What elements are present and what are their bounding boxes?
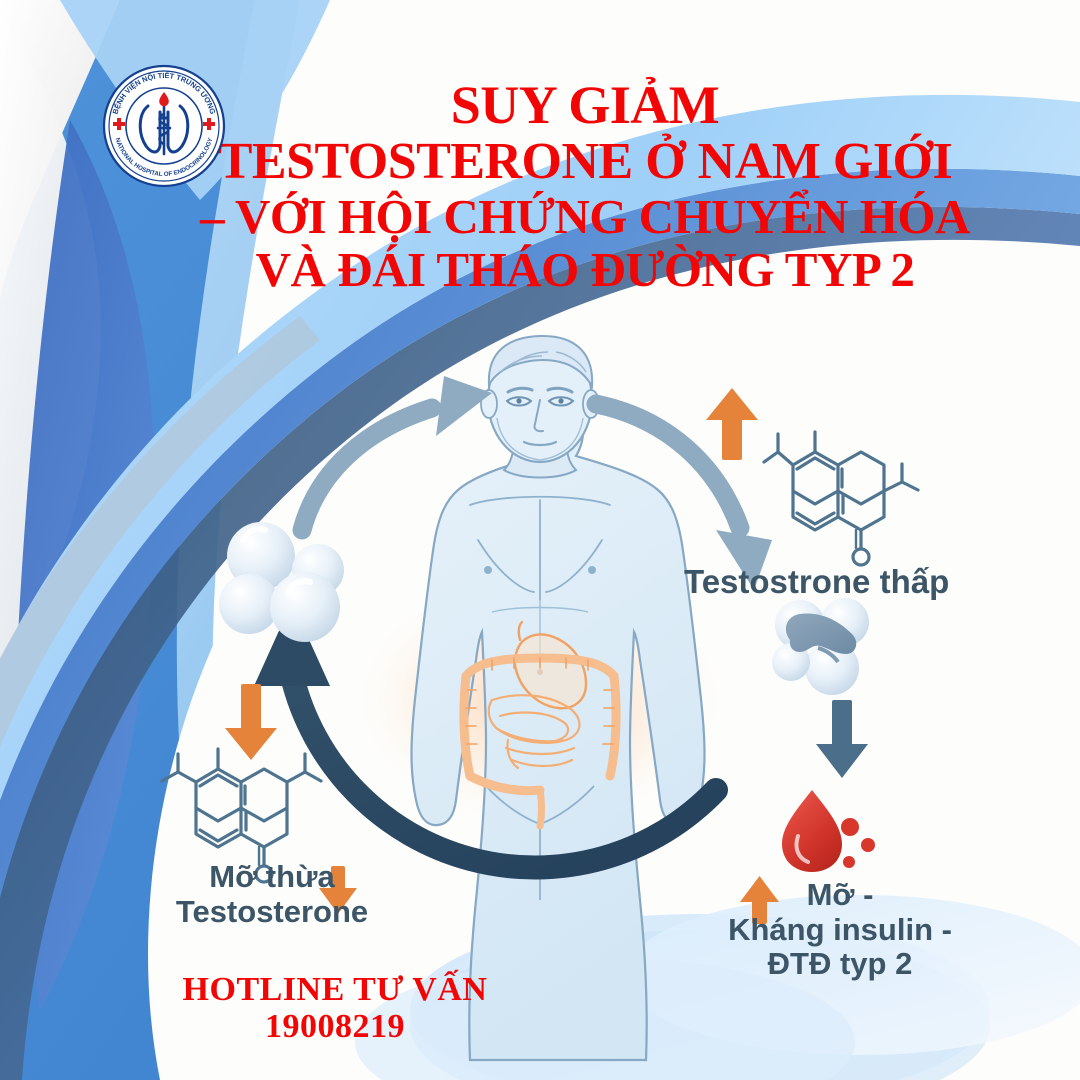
label-excess-fat-testosterone: Mỡ thừa Testosterone [152,859,392,929]
hotline-block: HOTLINE TƯ VẤN 19008219 [150,971,520,1045]
label-insulin-line-3: ĐTĐ typ 2 [767,946,913,982]
steel-arc-arrow-down-right [586,394,772,590]
male-body-illustration [410,334,706,1062]
orange-down-arrow-testosterone-left [225,684,277,760]
orange-up-arrow-fat [740,876,779,924]
flame-drop-icon [159,92,169,107]
steel-arc-arrow-up-left [292,376,492,540]
testosterone-molecule-icon-right [762,430,920,567]
label-fat-insulin-diabetes: Mỡ - Kháng insulin - ĐTĐ typ 2 [690,877,990,982]
label-excess-fat-line-1: Mỡ thừa [209,859,335,894]
poster-title: SUY GIẢM TESTOSTERONE Ở NAM GIỚI – VỚI H… [190,78,980,294]
hotline-number: 19008219 [265,1007,405,1045]
hotline-label: HOTLINE TƯ VẤN [182,971,488,1008]
title-line-1: SUY GIẢM [450,75,720,135]
blood-drop-icon [782,790,875,872]
red-cross-icon [113,118,215,130]
title-line-4: VÀ ĐÁI THÁO ĐƯỜNG TYP 2 [255,242,915,297]
fat-cell-bubbles-icon [219,522,344,642]
digestive-organs-illustration [459,620,621,830]
caduceus-staff [156,102,172,156]
title-line-2: TESTOSTERONE Ở NAM GIỚI [217,133,953,190]
navy-cycle-arrow [254,602,728,880]
label-excess-fat-line-2: Testosterone [175,893,369,929]
navy-down-arrow-right [816,700,868,778]
testosterone-molecule-icon-left [160,747,323,884]
label-insulin-line-1: Mỡ - [806,877,874,912]
label-insulin-line-2: Kháng insulin - [728,911,952,947]
title-line-3: – VỚI HỘI CHỨNG CHUYỂN HÓA [200,189,970,244]
orange-down-arrow-inline-fat [319,866,357,914]
orange-up-arrow-testosterone [706,388,758,460]
label-testosterone-low: Testostrone thấp [684,563,950,600]
pancreas-with-fat-icon [772,598,869,695]
national-hospital-of-endocrinology-logo: BỆNH VIỆN NỘI TIẾT TRUNG ƯƠNG NATIONAL H… [102,64,226,188]
